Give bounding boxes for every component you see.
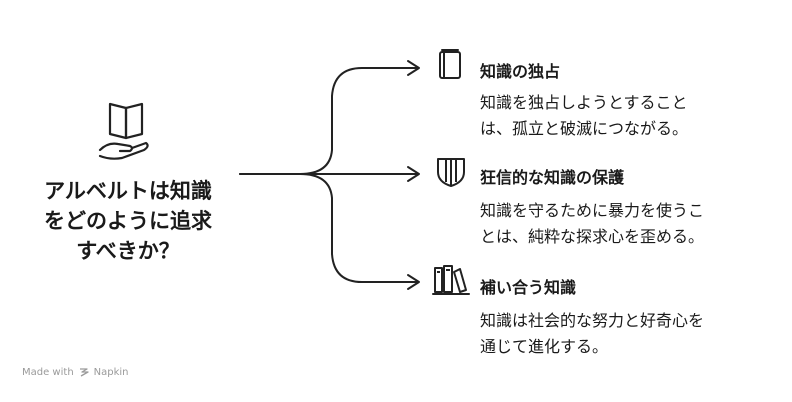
napkin-logo-icon [79, 368, 89, 377]
branch-description-fanatical-protection: 知識を守るために暴力を使うこ とは、純粋な探求心を歪める。 [480, 201, 705, 246]
connector-bottom [299, 173, 419, 283]
made-with-label: Made with [22, 366, 74, 378]
arrowhead-bottom [407, 274, 420, 290]
bookshelf-icon [432, 262, 470, 296]
napkin-credit[interactable]: Made with Napkin [22, 366, 129, 378]
napkin-brand: Napkin [93, 366, 129, 378]
branch-title-knowledge-monopoly: 知識の独占 [480, 62, 561, 81]
central-question: アルベルトは知識 をどのように追求 すべきか？ [44, 179, 212, 263]
branch-description-complementary-knowledge: 知識は社会的な努力と好奇心を 通じて進化する。 [480, 311, 705, 356]
branch-title-complementary-knowledge: 補い合う知識 [480, 278, 577, 297]
closed-book-icon [434, 48, 468, 82]
arrowhead-top [407, 60, 420, 76]
shield-icon [434, 154, 468, 188]
branch-title-fanatical-protection: 狂信的な知識の保護 [480, 168, 625, 187]
connector-top [239, 67, 419, 175]
arrowhead-middle [407, 166, 420, 182]
branch-description-knowledge-monopoly: 知識を独占しようとすること は、孤立と破滅につながる。 [480, 93, 689, 138]
open-book-hand-icon [96, 98, 156, 164]
